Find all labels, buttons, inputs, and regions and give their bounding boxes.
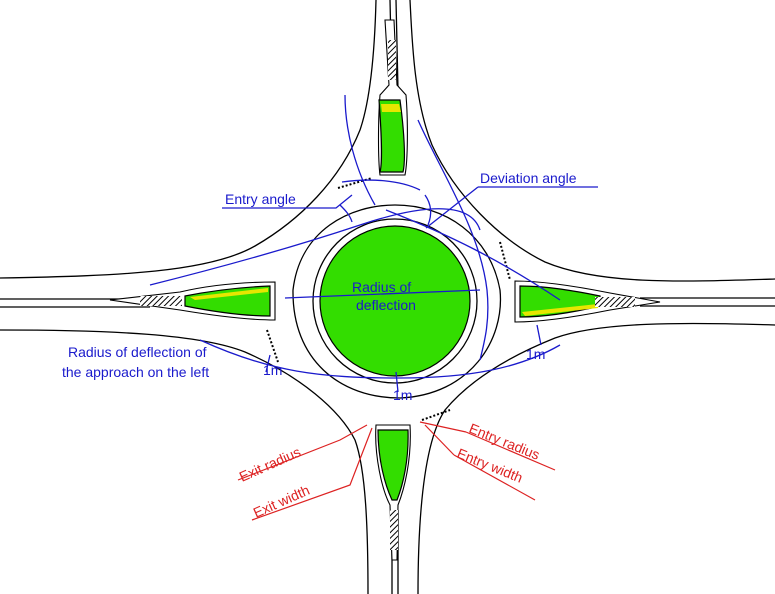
left-approach-radius-label-1: Radius of deflection of xyxy=(68,344,207,360)
radius-of-deflection-label-2: deflection xyxy=(356,297,416,313)
blue-annotations xyxy=(149,94,598,393)
deviation-angle-label: Deviation angle xyxy=(480,170,577,186)
radius-of-deflection-label-1: Radius of xyxy=(352,279,411,295)
left-approach-radius-label-2: the approach on the left xyxy=(62,364,209,380)
red-annotations xyxy=(237,421,556,521)
splitter-island-east xyxy=(514,280,661,323)
one-metre-left-label: 1m xyxy=(263,362,282,378)
one-metre-right-label: 1m xyxy=(526,346,545,362)
one-metre-bottom-label: 1m xyxy=(393,387,412,403)
splitter-island-west xyxy=(109,281,276,321)
splitter-island-north xyxy=(377,19,408,176)
central-island xyxy=(312,218,478,384)
entry-angle-label: Entry angle xyxy=(225,191,296,207)
exit-radius-label: Exit radius xyxy=(237,444,303,485)
splitter-island-south xyxy=(375,424,411,561)
labels: Entry angle Deviation angle Radius of de… xyxy=(62,170,577,521)
